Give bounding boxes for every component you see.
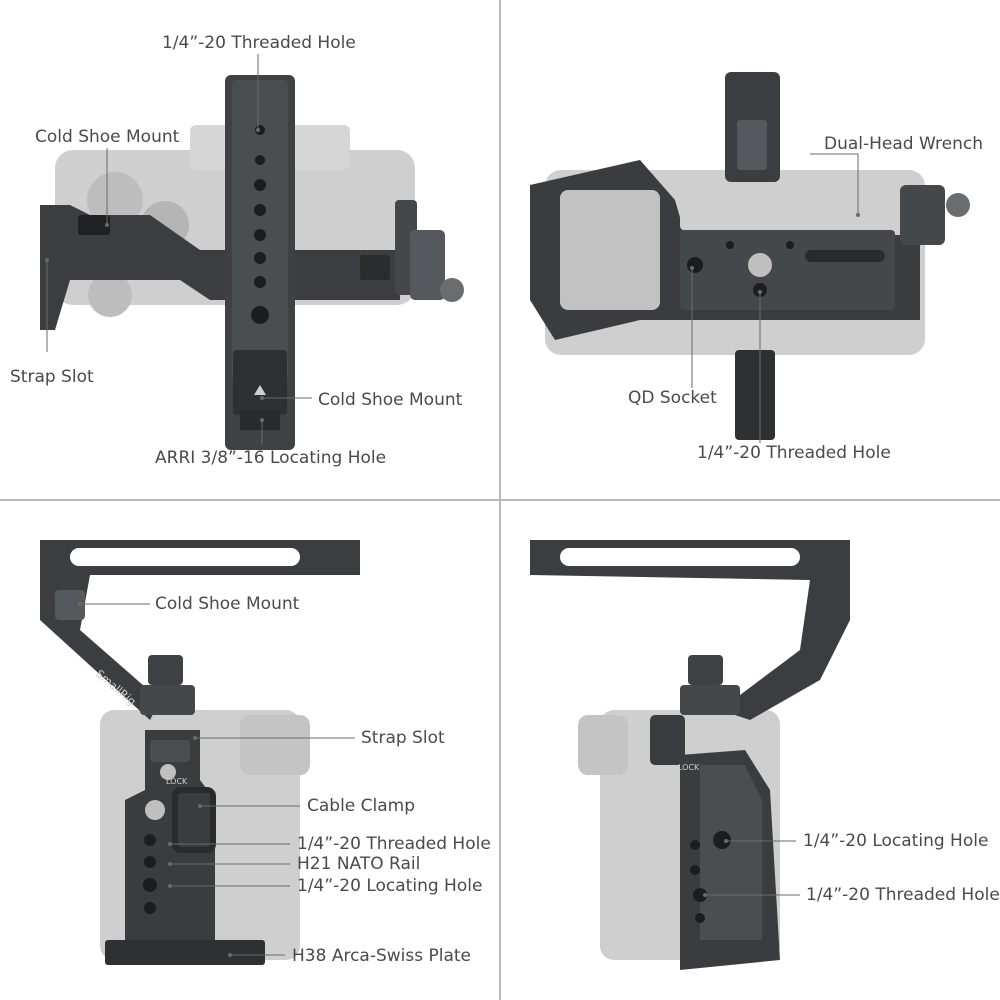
label-dual-head-wrench: Dual-Head Wrench — [824, 134, 984, 154]
label-locating-hole: 1/4”-20 Locating Hole — [803, 831, 989, 851]
panel-bottom-view: Dual-Head Wrench QD Socket 1/4”-20 Threa… — [500, 0, 1000, 500]
camera-cage-top-illustration — [40, 54, 464, 450]
label-threaded-hole: 1/4”-20 Threaded Hole — [162, 33, 356, 53]
label-cable-clamp: Cable Clamp — [307, 796, 416, 816]
panel-right-side-view: LOCK 1/4”-20 Locating Hole 1/4”-20 Threa… — [500, 500, 1000, 1000]
camera-cage-left-illustration: SmallRig LOCK — [40, 540, 360, 965]
label-strap-slot: Strap Slot — [361, 728, 445, 748]
label-nato-rail: H21 NATO Rail — [297, 854, 421, 874]
panel-top-view: 1/4”-20 Threaded Hole Cold Shoe Mount St… — [0, 0, 500, 500]
label-cold-shoe-mount-2: Cold Shoe Mount — [318, 390, 463, 410]
horizontal-divider — [0, 499, 1000, 501]
label-strap-slot: Strap Slot — [10, 367, 94, 387]
camera-cage-bottom-illustration — [530, 72, 970, 443]
label-arri-locating-hole: ARRI 3/8”-16 Locating Hole — [155, 448, 387, 468]
label-locating-hole: 1/4”-20 Locating Hole — [297, 876, 483, 896]
label-threaded-hole: 1/4”-20 Threaded Hole — [806, 885, 1000, 905]
panel-left-side-view: SmallRig LOCK — [0, 500, 500, 1000]
lock-text: LOCK — [678, 763, 700, 772]
label-cold-shoe-mount: Cold Shoe Mount — [35, 127, 180, 147]
lock-text: LOCK — [166, 777, 188, 786]
camera-cage-right-illustration: LOCK — [530, 540, 850, 970]
label-qd-socket: QD Socket — [628, 388, 717, 408]
label-cold-shoe-mount: Cold Shoe Mount — [155, 594, 300, 614]
label-threaded-hole: 1/4”-20 Threaded Hole — [297, 834, 491, 854]
label-threaded-hole: 1/4”-20 Threaded Hole — [697, 443, 891, 463]
label-arca-swiss-plate: H38 Arca-Swiss Plate — [292, 946, 472, 966]
